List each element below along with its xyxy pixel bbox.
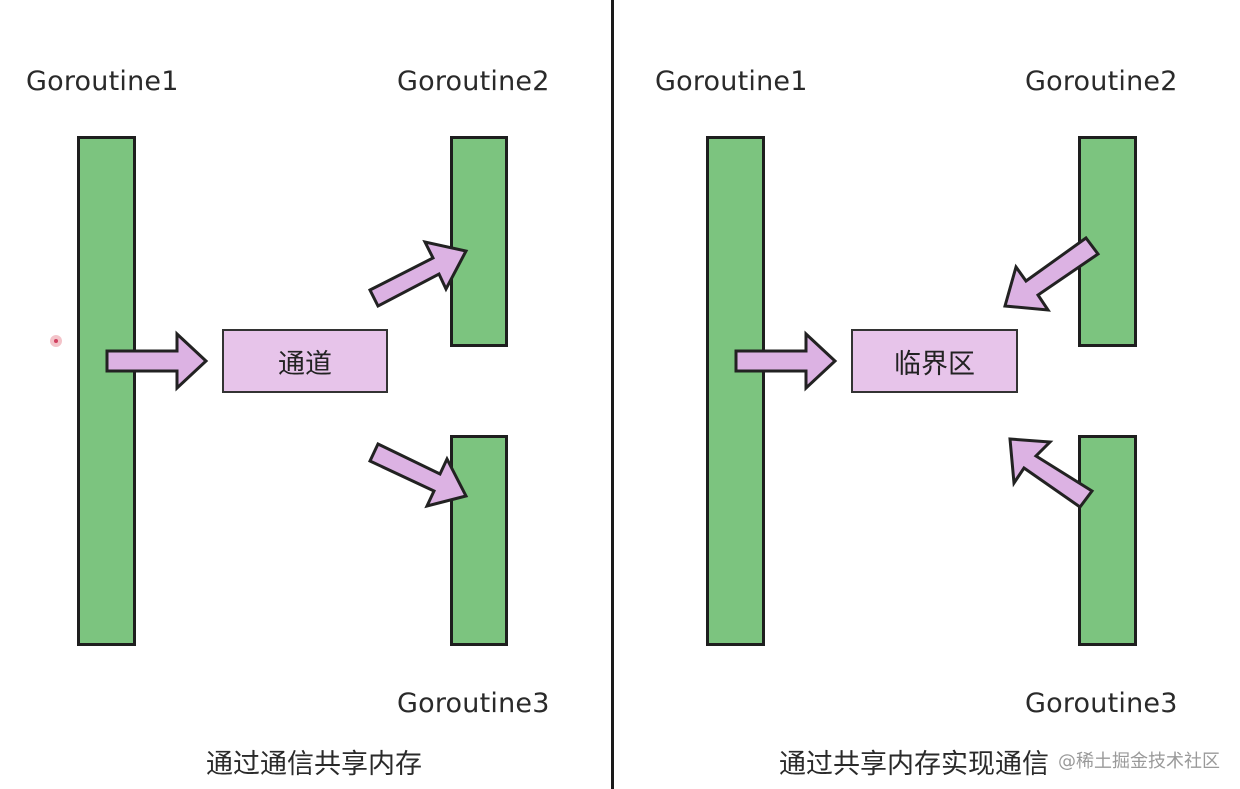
- critical-section-label: 临界区: [894, 348, 975, 380]
- watermark: @稀土掘金技术社区: [1058, 751, 1220, 772]
- goroutine3-bar: [1078, 435, 1137, 646]
- goroutine1-bar: [77, 136, 136, 646]
- right-caption: 通过共享内存实现通信: [779, 749, 1049, 780]
- goroutine3-bar: [450, 435, 508, 646]
- goroutine2-bar: [450, 136, 508, 347]
- channel-box: 通道: [222, 329, 388, 393]
- arrow-g2-to-critical: [1003, 235, 1101, 312]
- goroutine1-label: Goroutine1: [655, 66, 808, 97]
- arrow-g1-to-channel: [105, 330, 209, 392]
- pointer-dot: [50, 335, 62, 347]
- goroutine1-bar: [706, 136, 765, 646]
- goroutine1-label: Goroutine1: [26, 66, 179, 97]
- arrow-g1-to-critical: [734, 330, 838, 392]
- critical-section-box: 临界区: [851, 329, 1018, 393]
- panel-divider: [611, 0, 614, 789]
- arrow-channel-to-g2: [367, 239, 469, 309]
- goroutine3-label: Goroutine3: [397, 688, 550, 719]
- goroutine2-label: Goroutine2: [1025, 66, 1178, 97]
- arrow-channel-to-g3: [368, 441, 469, 509]
- left-caption: 通过通信共享内存: [206, 749, 422, 780]
- goroutine3-label: Goroutine3: [1025, 688, 1178, 719]
- goroutine2-label: Goroutine2: [397, 66, 550, 97]
- channel-box-label: 通道: [278, 348, 332, 380]
- arrow-g3-to-critical: [1008, 437, 1095, 510]
